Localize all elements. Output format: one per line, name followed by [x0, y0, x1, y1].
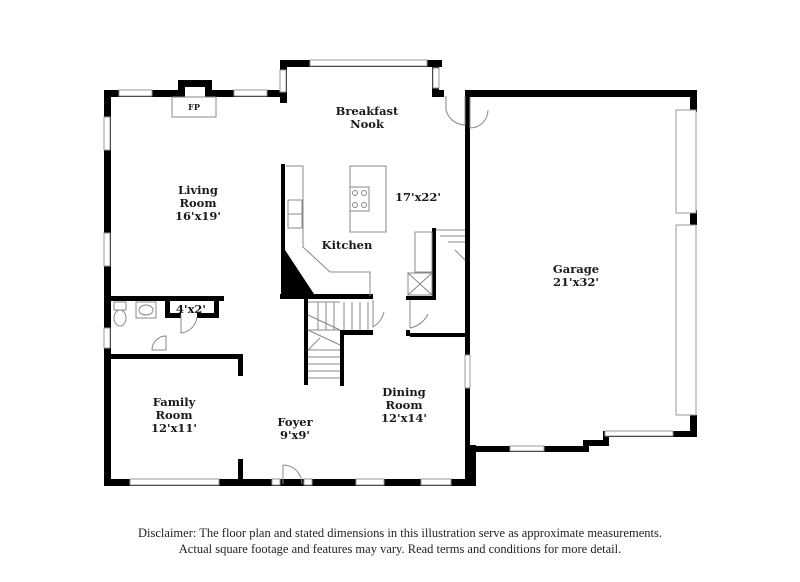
room-label-breakfast-nook: Breakfast Nook [336, 105, 399, 131]
room-name: Room [179, 196, 217, 210]
fireplace-label: FP [188, 101, 200, 114]
fireplace-text: FP [188, 102, 200, 112]
room-name: Garage [552, 262, 600, 276]
disclaimer-line-2: Actual square footage and features may v… [178, 542, 622, 556]
interior-walls [111, 164, 466, 481]
room-dimensions: 16'x19' [175, 209, 221, 223]
room-dimensions: 9'x9' [280, 428, 310, 442]
room-dimensions: 12'x14' [381, 411, 427, 425]
room-name: Breakfast [335, 104, 399, 118]
room-label-living-room: Living Room 16'x19' [175, 184, 221, 223]
room-label-kitchen: Kitchen [322, 239, 373, 252]
room-name: Room [155, 408, 193, 422]
room-name: Nook [350, 117, 384, 131]
room-label-closet: 4'x2' [176, 303, 206, 316]
fixtures [113, 96, 489, 485]
room-dimensions: 17'x22' [395, 190, 441, 204]
room-dimensions: 4'x2' [176, 302, 206, 316]
room-label-dining-room: Dining Room 12'x14' [381, 386, 427, 425]
room-name: Kitchen [321, 238, 373, 252]
room-label-foyer: Foyer 9'x9' [277, 416, 312, 442]
disclaimer-line-1: Disclaimer: The floor plan and stated di… [138, 526, 662, 540]
room-name: Dining [382, 385, 426, 399]
room-label-garage: Garage 21'x32' [553, 263, 599, 289]
room-dimensions: 21'x32' [553, 275, 599, 289]
room-name: Family [152, 395, 196, 409]
room-dimensions-kitchen: 17'x22' [395, 191, 441, 204]
room-name: Living [178, 183, 218, 197]
room-name: Room [385, 398, 423, 412]
room-dimensions: 12'x11' [151, 421, 197, 435]
windows [103, 59, 697, 486]
room-label-family-room: Family Room 12'x11' [151, 396, 197, 435]
room-name: Foyer [277, 415, 313, 429]
disclaimer: Disclaimer: The floor plan and stated di… [0, 525, 800, 557]
